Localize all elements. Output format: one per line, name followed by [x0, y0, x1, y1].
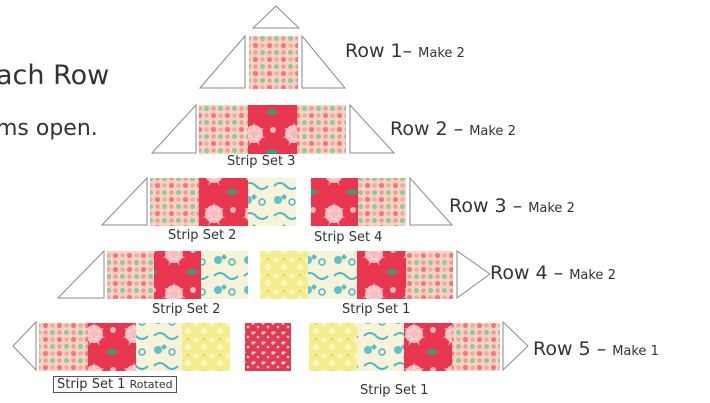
row-1-right-triangle	[301, 34, 347, 89]
row-3-left-triangle	[100, 176, 148, 226]
row-1-square	[249, 36, 298, 89]
row-5-label: Row 5 –Make 1	[533, 338, 659, 360]
row-2-label: Row 2 –Make 2	[390, 118, 516, 140]
strip-set-label-row5-left-small: Rotated	[129, 378, 173, 391]
row-4-make: Make 2	[569, 268, 616, 283]
row-5-title: Row 5	[533, 338, 591, 360]
row-2-title: Row 2	[390, 118, 448, 140]
strip-set-label-row4-right: Strip Set 1	[342, 302, 411, 317]
row-4-square-2	[154, 251, 201, 299]
row-3-dash: –	[512, 195, 523, 217]
strip-set-label-row2: Strip Set 3	[227, 154, 296, 169]
row-1-left-triangle	[198, 34, 246, 89]
strip-set-label-row4-left: Strip Set 2	[152, 302, 221, 317]
row-3-square-4	[311, 178, 358, 226]
row-5-square-2	[88, 323, 136, 371]
row-3-title: Row 3	[449, 195, 507, 217]
row-4-label: Row 4 –Make 2	[490, 262, 616, 284]
row-3-right-triangle	[409, 176, 454, 226]
row-3-make: Make 2	[528, 201, 575, 216]
row-4-left-triangle	[56, 249, 105, 299]
row-5-square-3	[136, 323, 182, 371]
strip-set-label-row3-left: Strip Set 2	[168, 228, 237, 243]
row-5-right-triangle	[502, 320, 529, 372]
row-3-square-1	[150, 178, 199, 226]
row-3-square-5	[358, 178, 406, 226]
row-1-label: Row 1–Make 2	[345, 40, 465, 62]
row-4-right-triangle	[456, 250, 491, 299]
row-5-square-7	[357, 323, 404, 371]
row-5-center-square	[245, 323, 291, 371]
top-setting-triangle	[251, 5, 301, 29]
row-2-make: Make 2	[469, 124, 516, 139]
row-4-square-3	[201, 251, 248, 299]
instruction-line-1: ach Row	[0, 60, 110, 91]
row-5-square-4	[182, 323, 230, 371]
row-3-label: Row 3 –Make 2	[449, 195, 575, 217]
row-2-left-triangle	[150, 103, 197, 154]
row-2-right-triangle	[349, 103, 396, 154]
row-4-square-4	[260, 251, 308, 299]
row-2-square-1	[199, 105, 248, 154]
row-5-left-triangle	[12, 320, 37, 372]
row-4-square-6	[357, 251, 406, 299]
strip-set-label-row5-left: Strip Set 1 Rotated	[53, 376, 177, 393]
row-4-title: Row 4	[490, 262, 548, 284]
row-4-square-7	[406, 251, 453, 299]
row-3-square-2	[199, 178, 248, 226]
row-4-square-1	[107, 251, 154, 299]
row-4-dash: –	[553, 262, 564, 284]
row-1-dash: –	[402, 40, 413, 62]
strip-set-label-row5-left-main: Strip Set 1	[57, 377, 126, 392]
row-2-square-3	[297, 105, 346, 154]
row-3-square-3	[248, 178, 296, 226]
row-5-square-9	[452, 323, 500, 371]
quilt-pieces	[12, 5, 529, 372]
strip-set-label-row3-right: Strip Set 4	[314, 230, 383, 245]
row-5-dash: –	[596, 338, 607, 360]
row-4-square-5	[308, 251, 357, 299]
row-5-square-8	[404, 323, 452, 371]
row-5-square-6	[309, 323, 357, 371]
row-2-dash: –	[453, 118, 464, 140]
instruction-line-2: ms open.	[0, 116, 98, 141]
row-1-make: Make 2	[418, 46, 465, 61]
row-2-square-2	[248, 105, 297, 154]
row-5-make: Make 1	[612, 344, 659, 359]
row-5-square-1	[39, 323, 88, 371]
row-1-title: Row 1	[345, 40, 403, 62]
strip-set-label-row5-right: Strip Set 1	[360, 383, 429, 398]
